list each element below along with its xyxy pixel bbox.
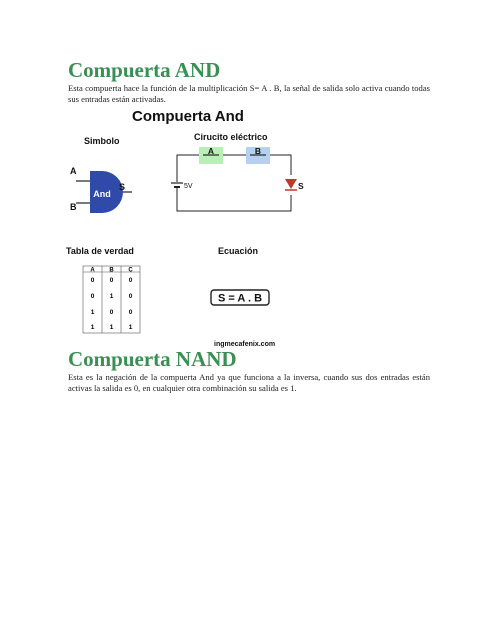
figure-footer: ingmecafenix.com [214, 341, 275, 348]
truth-cell: 0 [129, 309, 133, 316]
gate-input-a-label: A [70, 166, 77, 176]
equation-label: Ecuación [218, 246, 258, 256]
battery-gap [172, 182, 182, 188]
truth-table-label: Tabla de verdad [66, 246, 134, 256]
truth-cell: 0 [129, 277, 133, 284]
truth-cell: 1 [91, 309, 95, 316]
truth-cell: 1 [110, 324, 114, 331]
truth-cell: 1 [110, 293, 114, 300]
truth-table-border [82, 265, 141, 334]
truth-header-c: C [128, 268, 133, 274]
gate-input-b-label: B [70, 202, 77, 212]
gate-text: And [93, 189, 111, 199]
equation-text: S = A . B [218, 293, 262, 305]
symbol-label: Simbolo [84, 136, 120, 146]
heading-and: Compuerta AND [68, 58, 221, 82]
paragraph-and: Esta compuerta hace la función de la mul… [68, 83, 430, 104]
switch-a-label: A [208, 146, 214, 156]
figure-background [66, 103, 310, 348]
led-label: S [298, 181, 304, 191]
and-gate-figure: Compuerta And Simbolo Cirucito eléctrico… [66, 103, 310, 348]
truth-cell: 0 [110, 277, 114, 284]
truth-table: A B C 0 0 0 0 1 0 1 0 0 1 1 1 [82, 265, 141, 334]
paragraph-nand: Esta es la negación de la compuerta And … [68, 372, 430, 393]
truth-cell: 1 [129, 324, 133, 331]
truth-header-a: A [90, 268, 95, 274]
switch-b-label: B [255, 146, 261, 156]
battery-label: 5V [184, 183, 193, 190]
truth-header-b: B [109, 268, 114, 274]
heading-nand: Compuerta NAND [68, 347, 237, 371]
figure-title: Compuerta And [132, 108, 244, 125]
truth-cell: 0 [91, 277, 95, 284]
led-icon [285, 179, 297, 189]
truth-cell: 0 [110, 309, 114, 316]
truth-cell: 0 [129, 293, 133, 300]
truth-cell: 1 [91, 324, 95, 331]
circuit-label: Cirucito eléctrico [194, 132, 268, 142]
gate-output-label: S [119, 182, 125, 192]
equation-box [210, 289, 270, 306]
truth-cell: 0 [91, 293, 95, 300]
and-gate-shape [90, 171, 123, 213]
